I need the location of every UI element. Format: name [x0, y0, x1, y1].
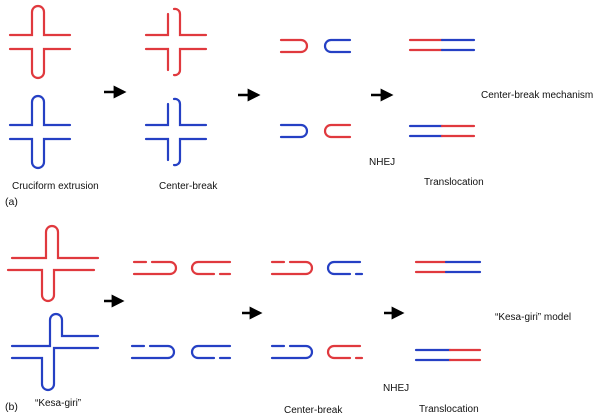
translocation-product-b-bottom: [414, 348, 482, 362]
panel-a: [8, 4, 476, 170]
blue-cruciform-a: [8, 94, 72, 170]
red-center-break-a: [144, 7, 208, 77]
center-break-mechanism-label: Center-break mechanism: [481, 90, 594, 101]
translocation-product-a-top: [408, 38, 476, 52]
mixed-hairpins-b-bottom: [270, 344, 364, 360]
translocation-product-a-bottom: [408, 124, 476, 138]
panel-b-tag: (b): [5, 401, 18, 413]
blue-broken-hairpins-b: [130, 344, 232, 360]
red-offset-cruciform-b: [6, 224, 100, 303]
translocation-label-b: Translocation: [419, 404, 479, 415]
mixed-hairpins-b-top: [270, 260, 364, 276]
red-hairpin-a-top: [279, 38, 309, 54]
nhej-label-b: NHEJ: [383, 383, 410, 394]
cruciform-extrusion-label: Cruciform extrusion: [12, 181, 99, 192]
translocation-label-a: Translocation: [424, 177, 484, 188]
translocation-product-b-top: [414, 260, 482, 274]
blue-hairpin-a-top: [323, 38, 352, 54]
center-break-label-a: Center-break: [159, 181, 218, 192]
red-broken-hairpins-b: [132, 260, 232, 276]
blue-hairpin-a-bottom: [279, 123, 309, 139]
blue-center-break-a: [144, 97, 208, 167]
panel-a-tag: (a): [5, 196, 18, 208]
center-break-label-b: Center-break: [284, 405, 343, 416]
panel-b: [6, 224, 482, 392]
kesa-giri-label: “Kesa-giri”: [35, 398, 82, 409]
nhej-label-a: NHEJ: [369, 157, 396, 168]
blue-offset-cruciform-b: [10, 312, 100, 392]
red-cruciform-a: [8, 4, 72, 80]
red-hairpin-a-bottom: [323, 123, 352, 139]
kesa-giri-model-label: “Kesa-giri” model: [495, 312, 572, 323]
